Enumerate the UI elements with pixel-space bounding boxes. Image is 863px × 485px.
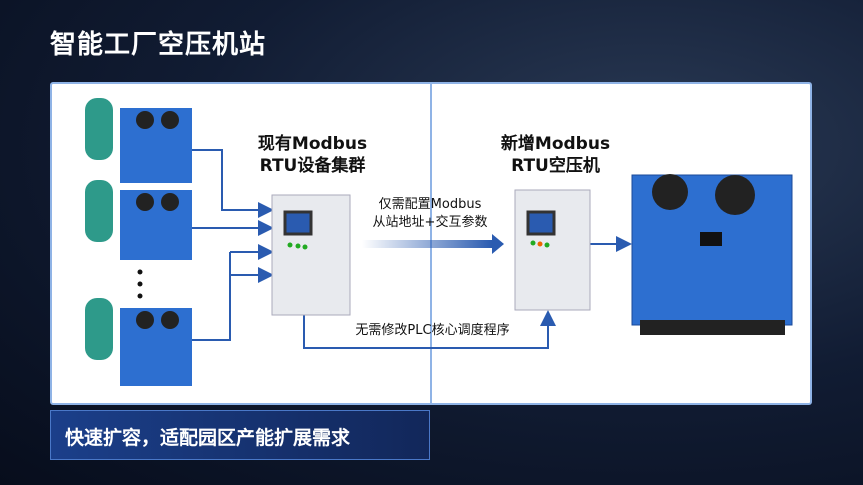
compressor-unit: [85, 298, 192, 386]
config-arrow: [362, 240, 492, 248]
ellipsis-dots: [137, 269, 143, 299]
label-line: 新增Modbus: [500, 134, 611, 154]
compressor-unit: [85, 180, 192, 260]
plc-note: 无需修改PLC核心调度程序: [355, 323, 510, 338]
new-compressor: [631, 174, 793, 335]
control-cabinet-right: [514, 189, 591, 311]
label-line: RTU空压机: [511, 156, 600, 176]
control-cabinet-left: [271, 194, 351, 316]
input-arrows: [192, 149, 632, 349]
compressor-unit: [85, 98, 192, 183]
note-line: 从站地址+交互参数: [372, 215, 488, 230]
note-line: 仅需配置Modbus: [378, 197, 482, 212]
summary-banner: 快速扩容，适配园区产能扩展需求: [50, 410, 430, 460]
page-title: 智能工厂空压机站: [50, 30, 267, 60]
label-line: 现有Modbus: [257, 134, 368, 154]
label-line: RTU设备集群: [259, 156, 366, 176]
config-note: 仅需配置Modbus 从站地址+交互参数: [360, 196, 500, 232]
